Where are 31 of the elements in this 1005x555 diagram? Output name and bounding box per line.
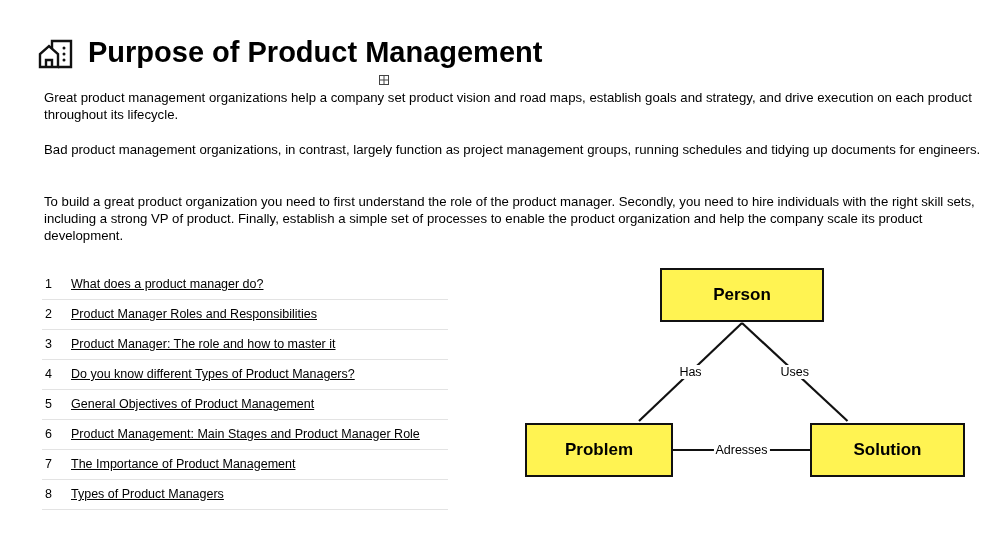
link: General Objectives of Product Management (71, 397, 315, 411)
list-number: 3 (45, 337, 52, 351)
edge-label: Has (677, 365, 704, 379)
node-label: Problem (565, 440, 633, 460)
link: Types of Product Managers (71, 487, 224, 501)
link: The Importance of Product Management (71, 457, 296, 471)
edge-label: Adresses (713, 443, 770, 457)
list-number: 5 (45, 397, 52, 411)
link: Product Management: Main Stages and Product Manager Role (71, 427, 420, 441)
list-number: 8 (45, 487, 52, 501)
list-number: 4 (45, 367, 52, 381)
concept-box (810, 423, 965, 477)
connector-line (638, 322, 743, 422)
link: Do you know different Types of Product Managers? (71, 367, 355, 381)
list-number: 7 (45, 457, 52, 471)
link: Product Manager Roles and Responsibilities (71, 307, 317, 321)
edge-label: Uses (778, 365, 811, 379)
link: What does a product manager do? (71, 277, 264, 291)
concept-box (525, 423, 673, 477)
link: Product Manager: The role and how to master it (71, 337, 336, 351)
connector-line (741, 322, 849, 422)
paragraph: Bad product management organizations, in contrast, largely function as project management groups, running schedules and tidying up documents for engineers. (44, 141, 982, 158)
paragraph: To build a great product organization you need to first understand the role of the product manager. Secondly, you need to hire individuals with the right skill sets, including a strong VP of product. Finally, establish a simple set of processes to enable the product organization and help the company scale its product development. (44, 193, 976, 244)
paragraph: Great product management organizations help a company set product vision and road maps, establish goals and strategy, and drive execution on each product throughout its lifecycle. (44, 89, 973, 123)
list-number: 1 (45, 277, 52, 291)
list-number: 2 (45, 307, 52, 321)
node-label: Solution (853, 440, 922, 460)
list-number: 6 (45, 427, 52, 441)
page-title: Purpose of Product Management (88, 36, 543, 69)
node-label: Person (713, 285, 771, 305)
concept-box (660, 268, 824, 322)
